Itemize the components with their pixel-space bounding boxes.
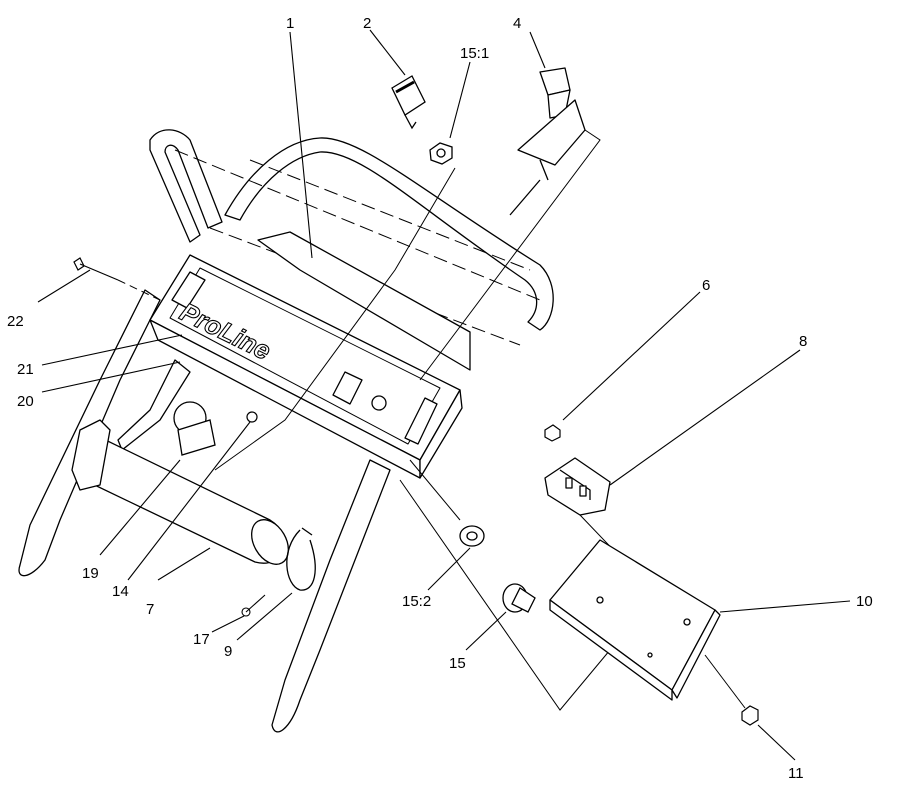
callout-4: 4 [513,15,521,32]
callout-19: 19 [82,565,99,582]
assembly-lines [214,129,611,711]
callout-20: 20 [17,393,34,410]
part-6-nut [544,424,561,442]
part-10-bracket [549,539,721,701]
control-panel [149,231,471,479]
callout-15: 15 [449,655,466,672]
callout-14: 14 [112,583,129,600]
part-4-lever [509,67,586,216]
part-2-key [391,75,426,130]
callout-15-2: 15:2 [402,593,431,610]
part-15-switch [502,583,536,613]
callout-6: 6 [702,277,710,294]
part-19 [173,401,216,456]
part-14 [246,411,258,423]
part-22-guide [117,279,161,301]
callout-8: 8 [799,333,807,350]
callout-1: 1 [286,15,294,32]
part-9 [286,527,316,591]
callout-9: 9 [224,643,232,660]
part-15-2-washer [459,525,485,547]
cylinder-assembly [71,419,289,565]
callout-11: 11 [788,765,804,782]
part-22 [73,257,119,281]
part-11-nut [741,705,759,726]
part-8-module [544,457,611,516]
callout-22: 22 [7,313,24,330]
callout-21: 21 [17,361,34,378]
part-15-1-nut [429,142,453,165]
part-11-guide [704,654,746,709]
callout-17: 17 [193,631,210,648]
callout-15-1: 15:1 [460,45,489,62]
leader-lines [37,29,851,761]
callout-labels: 1 2 15:1 4 22 21 20 6 8 19 14 7 17 9 15:… [7,15,873,782]
callout-2: 2 [363,15,371,32]
callout-7: 7 [146,601,154,618]
part-17 [241,594,266,617]
callout-10: 10 [856,593,873,610]
